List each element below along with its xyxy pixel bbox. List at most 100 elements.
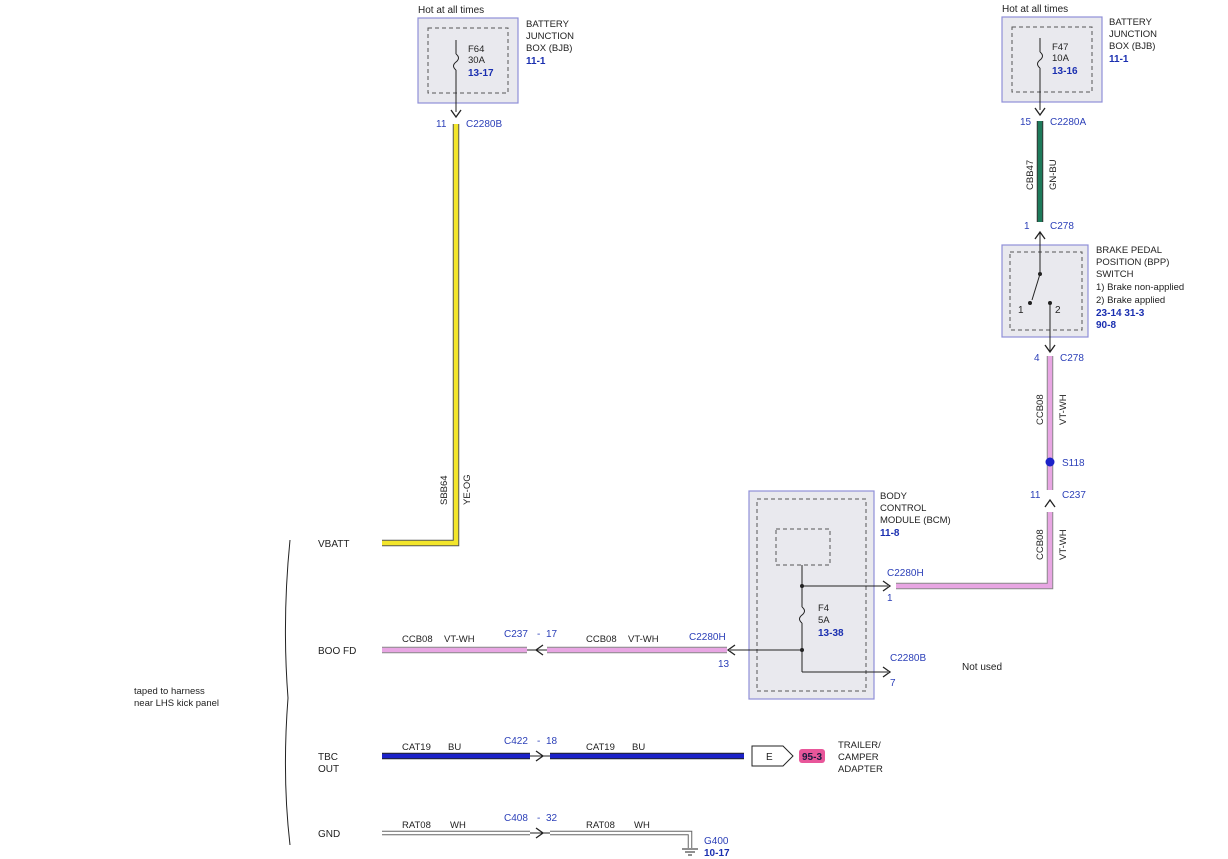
signal-tbc: TBC (318, 752, 338, 763)
connector-arrow-icon (882, 580, 892, 592)
bjb-right-connector: C2280A (1050, 117, 1086, 128)
trailer-ref: 95-3 (802, 752, 822, 763)
fuse-f4-name: F4 (818, 603, 829, 614)
fuse-f64-rating: 30A (468, 55, 486, 66)
bjb-left-title-2: JUNCTION (526, 31, 574, 42)
bpp-title-3: SWITCH (1096, 269, 1134, 280)
bpp-refs-2: 90-8 (1096, 320, 1116, 331)
connector-e-shape (751, 745, 794, 767)
wire-ccb08-b-circuit: CCB08 (1035, 529, 1046, 560)
fuse-f4-ref: 13-38 (818, 628, 844, 639)
brake-pedal-position-switch: 1 C278 1 2 BRAKE PEDAL POSITION (BPP) SW… (1001, 221, 1184, 364)
bpp-note-1: 1) Brake non-applied (1096, 282, 1184, 293)
wire-sbb64-color: YE-OG (462, 474, 473, 505)
bpp-note-2: 2) Brake applied (1096, 295, 1165, 306)
bcm-bot-connector: C2280B (890, 653, 926, 664)
ground-g400: G400 10-17 (682, 836, 730, 859)
bjb-left-pin: 11 (436, 119, 447, 130)
bcm-title-1: BODY (880, 491, 908, 502)
wire-ccb08-c-color: VT-WH (444, 634, 475, 645)
fuse-f64-ref: 13-17 (468, 68, 494, 79)
bcm-title-3: MODULE (BCM) (880, 515, 951, 526)
wire-cbb47: CBB47 GN-BU (1025, 121, 1059, 222)
wire-boo-fd: CCB08 VT-WH CCB08 VT-WH C237 - 17 (382, 629, 727, 656)
connector-arrow-icon (726, 644, 736, 656)
fuse-f4-rating: 5A (818, 615, 830, 626)
tbc-connector-pin: 18 (546, 736, 558, 747)
trailer-title-2: CAMPER (838, 752, 879, 763)
bjb-right-pin: 15 (1020, 117, 1032, 128)
signal-out: OUT (318, 764, 339, 775)
bjb-left-title-3: BOX (BJB) (526, 43, 572, 54)
battery-junction-box-left: Hot at all times BATTERY JUNCTION BOX (B… (417, 5, 574, 130)
bpp-title-1: BRAKE PEDAL (1096, 245, 1162, 256)
wire-ccb08-bcm-top: CCB08 VT-WH (896, 512, 1069, 590)
wire-ccb08-c-circuit: CCB08 (402, 634, 433, 645)
wire-gnd: RAT08 WH RAT08 WH C408 - 32 (382, 813, 693, 848)
gnd-connector-sep: - (537, 813, 540, 824)
body-control-module: BODY CONTROL MODULE (BCM) 11-8 F4 5A 13-… (689, 490, 1002, 700)
harness-brace (284, 539, 291, 846)
c237-upper-connector: C237 (1062, 490, 1086, 501)
wire-ccb08-a-color: VT-WH (1058, 394, 1069, 425)
harness-signal-labels: VBATT BOO FD TBC OUT GND (318, 539, 356, 840)
wire-cbb47-color: GN-BU (1048, 159, 1059, 190)
bpp-pos-2: 2 (1055, 305, 1061, 316)
wire-sbb64-circuit: SBB64 (439, 475, 450, 505)
bpp-bottom-connector: C278 (1060, 353, 1084, 364)
trailer-ref-badge (799, 749, 825, 763)
bjb-right-title-1: BATTERY (1109, 17, 1153, 28)
bpp-top-connector: C278 (1050, 221, 1074, 232)
bpp-bottom-pin: 4 (1034, 353, 1040, 364)
connector-arrow-icon (882, 666, 892, 678)
wire-ccb08-a-circuit: CCB08 (1035, 394, 1046, 425)
bcm-title-2: CONTROL (880, 503, 926, 514)
tbc-connector: C422 (504, 736, 528, 747)
signal-gnd: GND (318, 829, 340, 840)
wire-cat19-a-circuit: CAT19 (402, 742, 431, 753)
connector-arrow-icon (535, 750, 545, 762)
wire-rat08-a-circuit: RAT08 (402, 820, 431, 831)
bpp-title-2: POSITION (BPP) (1096, 257, 1169, 268)
connector-arrow-icon (1044, 344, 1056, 354)
wire-rat08-b-circuit: RAT08 (586, 820, 615, 831)
splice-label: S118 (1062, 458, 1085, 469)
bcm-mid-pin: 13 (718, 659, 730, 670)
fuse-f4-icon (799, 606, 805, 624)
c237-upper-pin: 11 (1030, 490, 1041, 501)
connector-arrow-icon (1034, 107, 1046, 117)
bjb-right-inner (1011, 26, 1093, 93)
tbc-connector-sep: - (537, 736, 540, 747)
splice-s118: S118 (1045, 457, 1085, 469)
wire-rat08-a-color: WH (450, 820, 466, 831)
switch-blade-icon (1031, 273, 1041, 301)
trailer-title-1: TRAILER/ (838, 740, 881, 751)
bcm-top-pin: 1 (887, 593, 893, 604)
bjb-left-title-1: BATTERY (526, 19, 570, 30)
connector-arrow-icon (535, 827, 545, 839)
bpp-refs-1: 23-14 31-3 (1096, 308, 1145, 319)
bcm-inner (756, 498, 867, 692)
gnd-connector-pin: 32 (546, 813, 558, 824)
bjb-left-ref: 11-1 (526, 56, 546, 67)
fuse-f47-name: F47 (1052, 42, 1068, 53)
wire-ccb08-bpp: CCB08 VT-WH (1035, 356, 1069, 490)
harness-note-2: near LHS kick panel (134, 698, 219, 709)
fuse-f47-rating: 10A (1052, 53, 1070, 64)
bpp-top-pin: 1 (1024, 221, 1030, 232)
hot-at-all-times-label: Hot at all times (418, 5, 484, 16)
wire-ccb08-d-color: VT-WH (628, 634, 659, 645)
not-used-label: Not used (962, 662, 1002, 673)
bcm-bot-pin: 7 (890, 678, 896, 689)
boo-connector-pin: 17 (546, 629, 558, 640)
bcm-top-connector: C2280H (887, 568, 924, 579)
wire-ccb08-d-circuit: CCB08 (586, 634, 617, 645)
wire-sbb64: SBB64 YE-OG (382, 124, 473, 547)
connector-arrow-icon (450, 109, 462, 119)
bpp-pos-1: 1 (1018, 305, 1024, 316)
ground-ref: 10-17 (704, 848, 730, 859)
bjb-right-box (1001, 16, 1103, 103)
bjb-left-inner (427, 27, 509, 94)
wire-ccb08-b-color: VT-WH (1058, 529, 1069, 560)
